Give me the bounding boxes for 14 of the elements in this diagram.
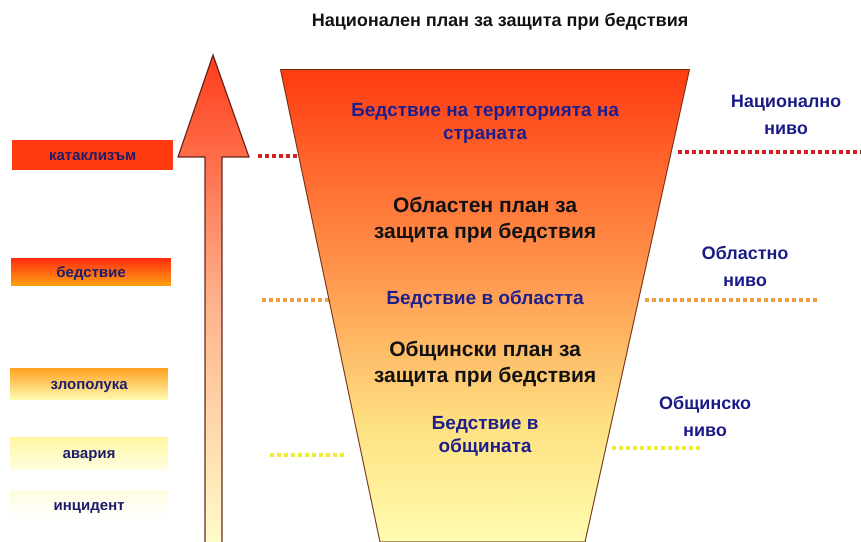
level-bar: инцидент bbox=[10, 490, 168, 520]
level-bar: авария bbox=[10, 437, 168, 470]
level-label: Областно ниво bbox=[700, 242, 790, 292]
level-bar: бедствие bbox=[11, 258, 171, 286]
level-bar: катаклизъм bbox=[12, 140, 173, 170]
disaster-label: Бедствие на територията на страната bbox=[350, 99, 620, 146]
diagram-title: Национален план за защита при бедствия bbox=[310, 10, 690, 31]
level-label: Общинско ниво bbox=[658, 392, 752, 442]
plan-heading: Областен план за защита при бедствия bbox=[372, 193, 598, 244]
disaster-label: Бедствие в областта bbox=[385, 287, 585, 310]
disaster-label: Бедствие в общината bbox=[430, 412, 540, 458]
level-bar: злополука bbox=[10, 368, 168, 400]
plan-heading: Общински план за защита при бедствия bbox=[372, 337, 598, 388]
level-label: Национално ниво bbox=[730, 90, 842, 140]
